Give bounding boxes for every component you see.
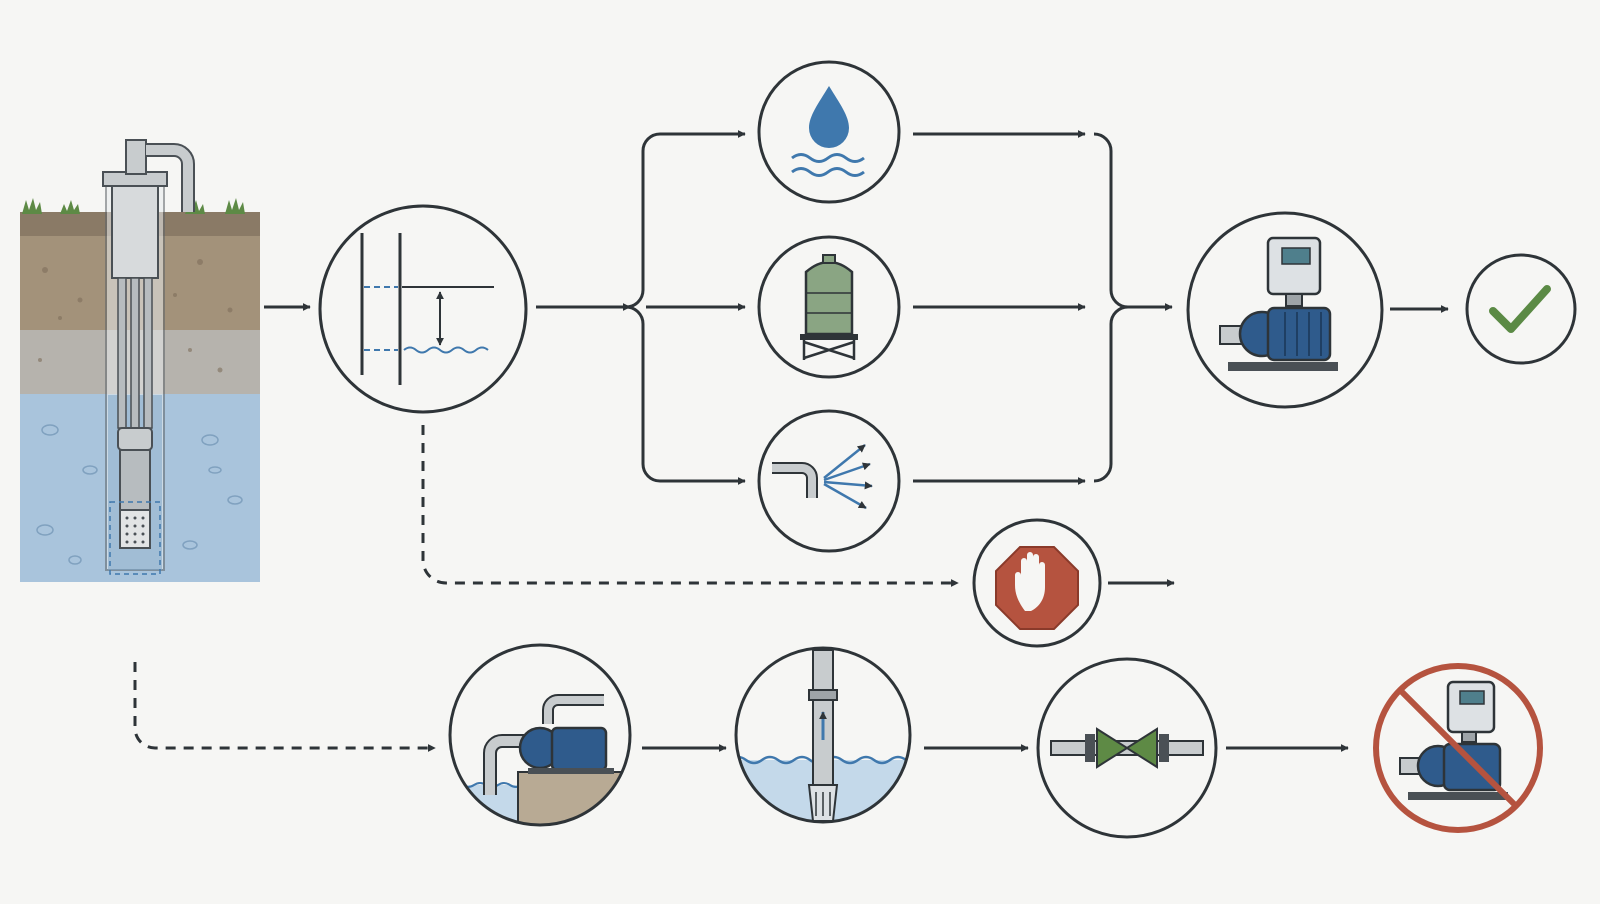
ghost-base-icon xyxy=(1408,792,1508,800)
pipe-coupling xyxy=(808,689,838,701)
dashed-arrow-to-surface-pump xyxy=(133,662,436,752)
flange-left-icon xyxy=(1085,734,1095,762)
check-mark-icon xyxy=(1489,285,1551,333)
drop-pipe-center xyxy=(130,277,140,429)
borehole-well-node xyxy=(20,139,260,582)
pumping-level-wave xyxy=(403,346,489,354)
water-source-node xyxy=(757,60,901,204)
booster-pump-node xyxy=(1186,211,1384,409)
pump-intake-screen xyxy=(119,509,151,549)
result-ok-node xyxy=(1465,253,1577,365)
discharge-elbow xyxy=(146,145,193,212)
pump-plinth xyxy=(517,771,629,825)
surface-pump-motor-icon xyxy=(550,726,608,772)
water-level-node xyxy=(318,204,528,414)
motor-fins xyxy=(1284,312,1322,356)
ghost-mount xyxy=(1461,731,1477,743)
motor-body-icon xyxy=(1266,306,1332,362)
surface-pump-node xyxy=(448,643,632,827)
surface-pump-base xyxy=(528,768,614,774)
ghost-display-icon xyxy=(1459,690,1485,705)
result-ok-circle xyxy=(1465,253,1577,365)
drop-pipe-left xyxy=(117,277,127,429)
controller-mount xyxy=(1285,293,1303,307)
no-booster-pump-node xyxy=(1368,658,1548,838)
spray-outlet-node xyxy=(757,409,901,553)
water-level-circle xyxy=(318,204,528,414)
pump-base-icon xyxy=(1228,362,1338,371)
connectors xyxy=(133,130,1449,752)
pump-controller-box xyxy=(1266,236,1322,296)
foot-valve-node xyxy=(734,646,912,824)
spray-arrows-icon xyxy=(823,444,873,510)
stop-hand-icon xyxy=(1015,552,1045,611)
suction-pipe-icon xyxy=(485,736,524,795)
ghost-controller-icon xyxy=(1446,680,1496,734)
wave-icon-1 xyxy=(791,153,865,163)
aquifer-pebbles xyxy=(36,424,243,565)
branch-brace xyxy=(625,132,746,485)
valve-body-icon xyxy=(1096,727,1158,769)
riser-pipe xyxy=(125,139,147,175)
tank-hatch xyxy=(822,254,836,264)
controller-display-icon xyxy=(1281,247,1311,265)
outlet-pipe-icon xyxy=(772,464,816,498)
spray-outlet-circle xyxy=(757,409,901,553)
storage-tank-node xyxy=(757,235,901,379)
check-valve-node xyxy=(1036,657,1218,839)
submersible-pump-body xyxy=(119,449,151,511)
discharge-pipe-icon xyxy=(544,696,604,724)
intake-zone-outline xyxy=(109,501,161,575)
water-drop-icon xyxy=(809,86,849,148)
foot-valve-circle xyxy=(734,646,912,824)
tank-icon xyxy=(804,260,854,336)
submersible-pump-head xyxy=(117,427,153,451)
tank-stand-icon xyxy=(802,340,856,360)
dashed-arrow-to-stop xyxy=(421,425,959,587)
soil-speckles xyxy=(38,259,233,373)
wellhead-column xyxy=(111,185,159,279)
strainer-slots xyxy=(815,792,831,816)
intake-holes xyxy=(125,516,145,544)
drop-pipe-right xyxy=(143,277,153,429)
prohibited-ring-icon xyxy=(1373,663,1543,833)
prohibited-slash-icon xyxy=(1397,687,1519,809)
wave-icon-2 xyxy=(791,167,865,177)
flange-right-icon xyxy=(1159,734,1169,762)
tank-platform xyxy=(800,334,858,340)
stop-node xyxy=(972,518,1102,648)
surface-pump-circle xyxy=(448,643,632,827)
merge-brace xyxy=(1093,132,1129,483)
